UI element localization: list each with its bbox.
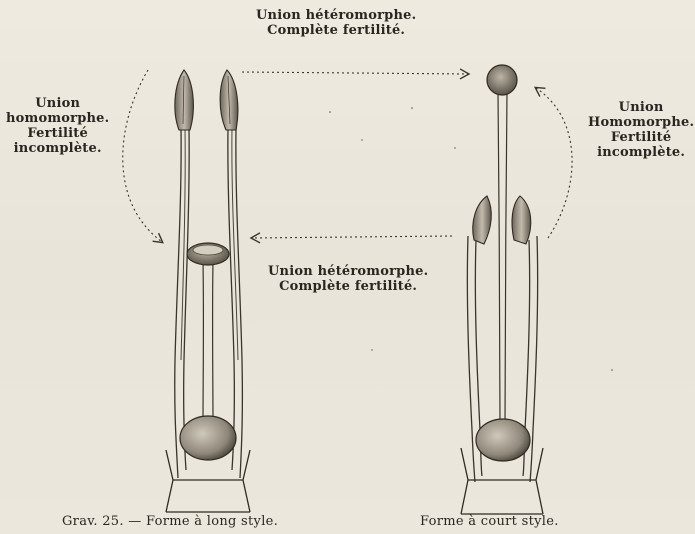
right-union-line2: Homomorphe. [588, 115, 694, 130]
middle-union-line1: Union hétéromorphe. [268, 264, 428, 279]
left-union-line2: homomorphe. [6, 111, 109, 126]
left-union-line3: Fertilité [6, 126, 109, 141]
top-union-label: Union hétéromorphe. Complète fertilité. [256, 8, 416, 38]
right-anther-2 [512, 196, 531, 244]
right-anther-1 [473, 196, 492, 244]
right-anthers [473, 196, 531, 244]
right-union-label: Union Homomorphe. Fertilité incomplète. [588, 100, 694, 160]
middle-union-label: Union hétéromorphe. Complète fertilité. [268, 264, 428, 294]
left-union-line4: incomplète. [6, 141, 109, 156]
right-ovary [476, 419, 530, 461]
right-stigma [487, 65, 517, 95]
left-union-line1: Union [6, 96, 109, 111]
short-style-flower [461, 65, 543, 514]
left-homomorph-arrow [123, 70, 162, 242]
long-style-flower [166, 70, 250, 512]
left-ovary [180, 416, 236, 460]
top-union-line1: Union hétéromorphe. [256, 8, 416, 23]
middle-union-line2: Complète fertilité. [268, 279, 428, 294]
caption-short-style: Forme à court style. [420, 514, 559, 529]
right-union-line4: incomplète. [588, 145, 694, 160]
left-style [203, 262, 213, 426]
caption-long-style: Grav. 25. — Forme à long style. [62, 514, 278, 529]
top-heteromorph-arrow [242, 72, 468, 74]
print-specks [329, 107, 613, 371]
middle-heteromorph-arrow [252, 236, 452, 238]
right-union-line3: Fertilité [588, 130, 694, 145]
left-union-label: Union homomorphe. Fertilité incomplète. [6, 96, 109, 156]
right-style [498, 92, 507, 424]
top-union-line2: Complète fertilité. [256, 23, 416, 38]
right-union-line1: Union [588, 100, 694, 115]
right-homomorph-arrow [536, 88, 572, 238]
